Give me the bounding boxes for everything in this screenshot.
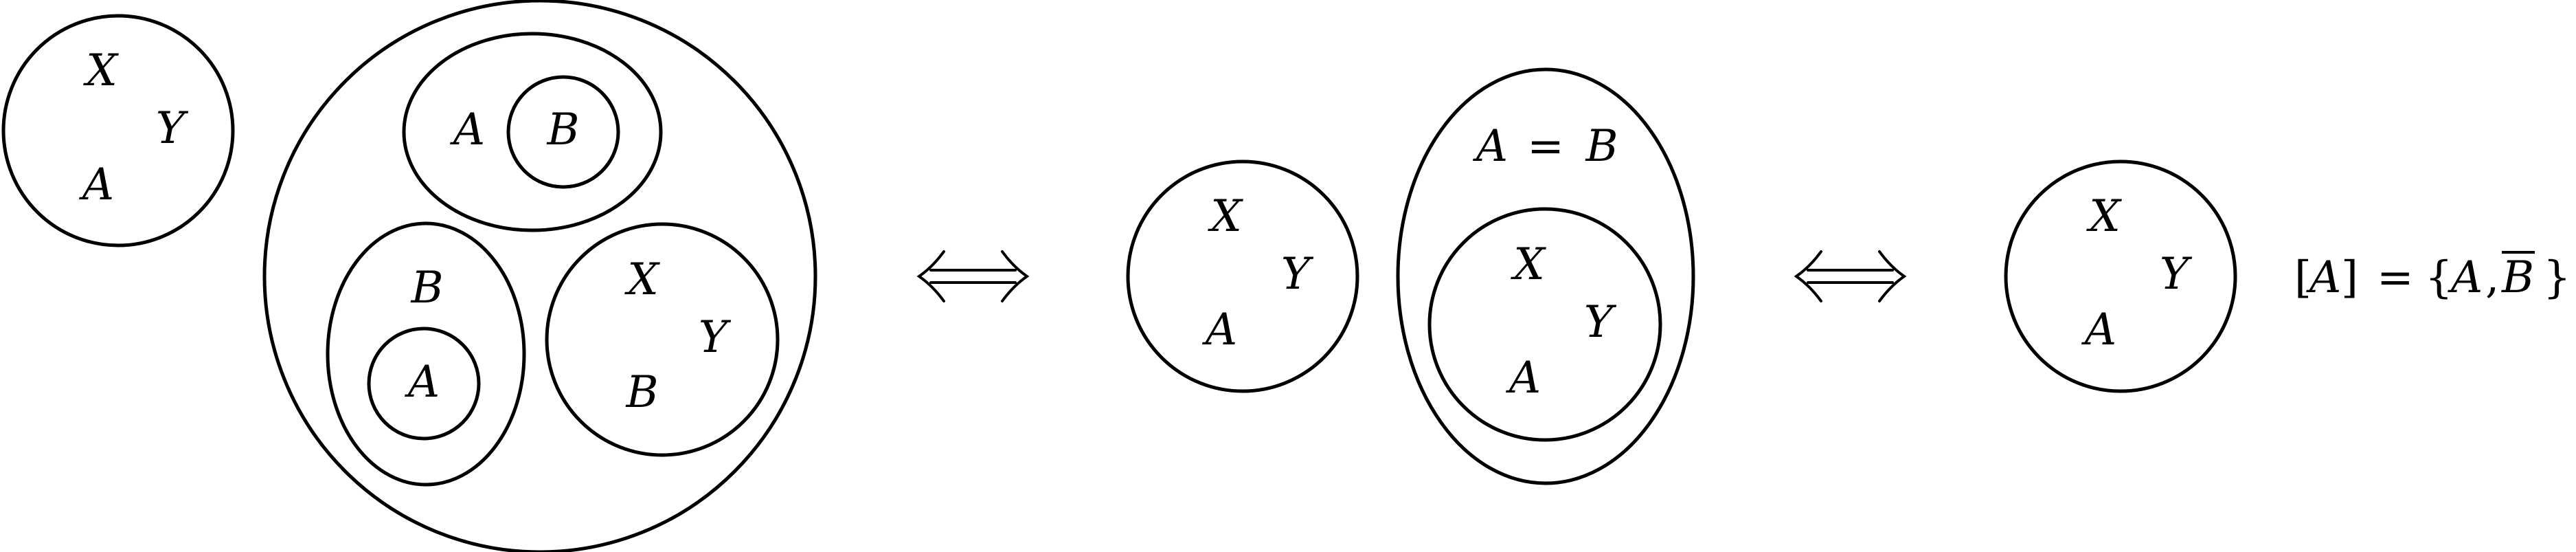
right-panel: X Y A [ A ] = { A , B } [2004,159,2571,393]
formula-elem-b: B [2501,252,2534,303]
right-circle: X Y A [2004,159,2237,393]
left-panel: X Y A A B B A X [1,0,817,552]
right-circle-x: X [2086,191,2122,242]
right-group-y: Y [699,312,732,363]
middle-ellipse: A = B X Y A [1396,67,1695,485]
middle-panel: X Y A A = B X Y A [1126,67,1695,485]
middle-inner-x: X [1510,239,1546,290]
top-group-ellipse [402,32,663,232]
left-small-a: A [79,159,114,210]
left-arrow-right-head [1001,250,1030,302]
left-small-circle: X Y A [1,14,235,247]
top-group: A B [402,32,663,232]
right-group-b: B [625,367,658,418]
right-group-x: X [624,254,660,305]
left-group-a: A [405,357,440,408]
right-arrow-left-head [1794,250,1822,302]
formula-close-bracket: ] [2341,252,2358,303]
right-circle-y: Y [2160,249,2193,300]
middle-ellipse-outline [1396,67,1695,485]
left-group-inner-circle [367,327,481,441]
formula-close-brace: } [2543,252,2571,303]
right-arrow-right-head [1878,250,1907,302]
middle-eq-a: A [1473,121,1508,172]
left-group-ellipse [326,221,526,487]
middle-eq-sign: = [1527,121,1564,172]
formula-open-brace: { [2425,252,2453,303]
right-iff-arrow [1794,250,1907,302]
left-arrow-left-head [916,250,945,302]
middle-circle-y: Y [1281,249,1314,300]
formula-elem-a: A [2448,252,2483,303]
left-group: B A [326,221,526,487]
right-group-circle [545,222,780,457]
middle-eq-b: B [1585,121,1618,172]
left-big-circle: A B B A X Y B [262,0,817,552]
left-small-x: X [82,45,119,96]
formula-comma: , [2485,252,2499,303]
middle-circle: X Y A [1126,159,1359,393]
left-group-b: B [410,263,443,313]
middle-inner-y: Y [1584,297,1617,348]
middle-circle-x: X [1207,191,1243,242]
top-group-b: B [546,104,579,155]
middle-circle-outline [1126,159,1359,393]
formula-equals: = [2377,252,2414,303]
middle-inner-circle [1427,207,1662,442]
middle-circle-a: A [1202,305,1237,355]
top-group-inner-circle [506,75,620,189]
middle-inner-a: A [1506,353,1541,404]
left-iff-arrow [916,250,1030,302]
right-circle-outline [2004,159,2237,393]
left-big-circle-outline [262,0,817,552]
top-group-a: A [450,104,485,155]
right-group: X Y B [545,222,780,457]
left-small-circle-outline [1,14,235,247]
right-circle-a: A [2081,305,2116,355]
formula-class-var: A [2306,252,2341,303]
equivalence-class-formula: [ A ] = { A , B } [2294,251,2571,303]
left-small-y: Y [156,103,189,154]
formula-open-bracket: [ [2294,252,2312,303]
